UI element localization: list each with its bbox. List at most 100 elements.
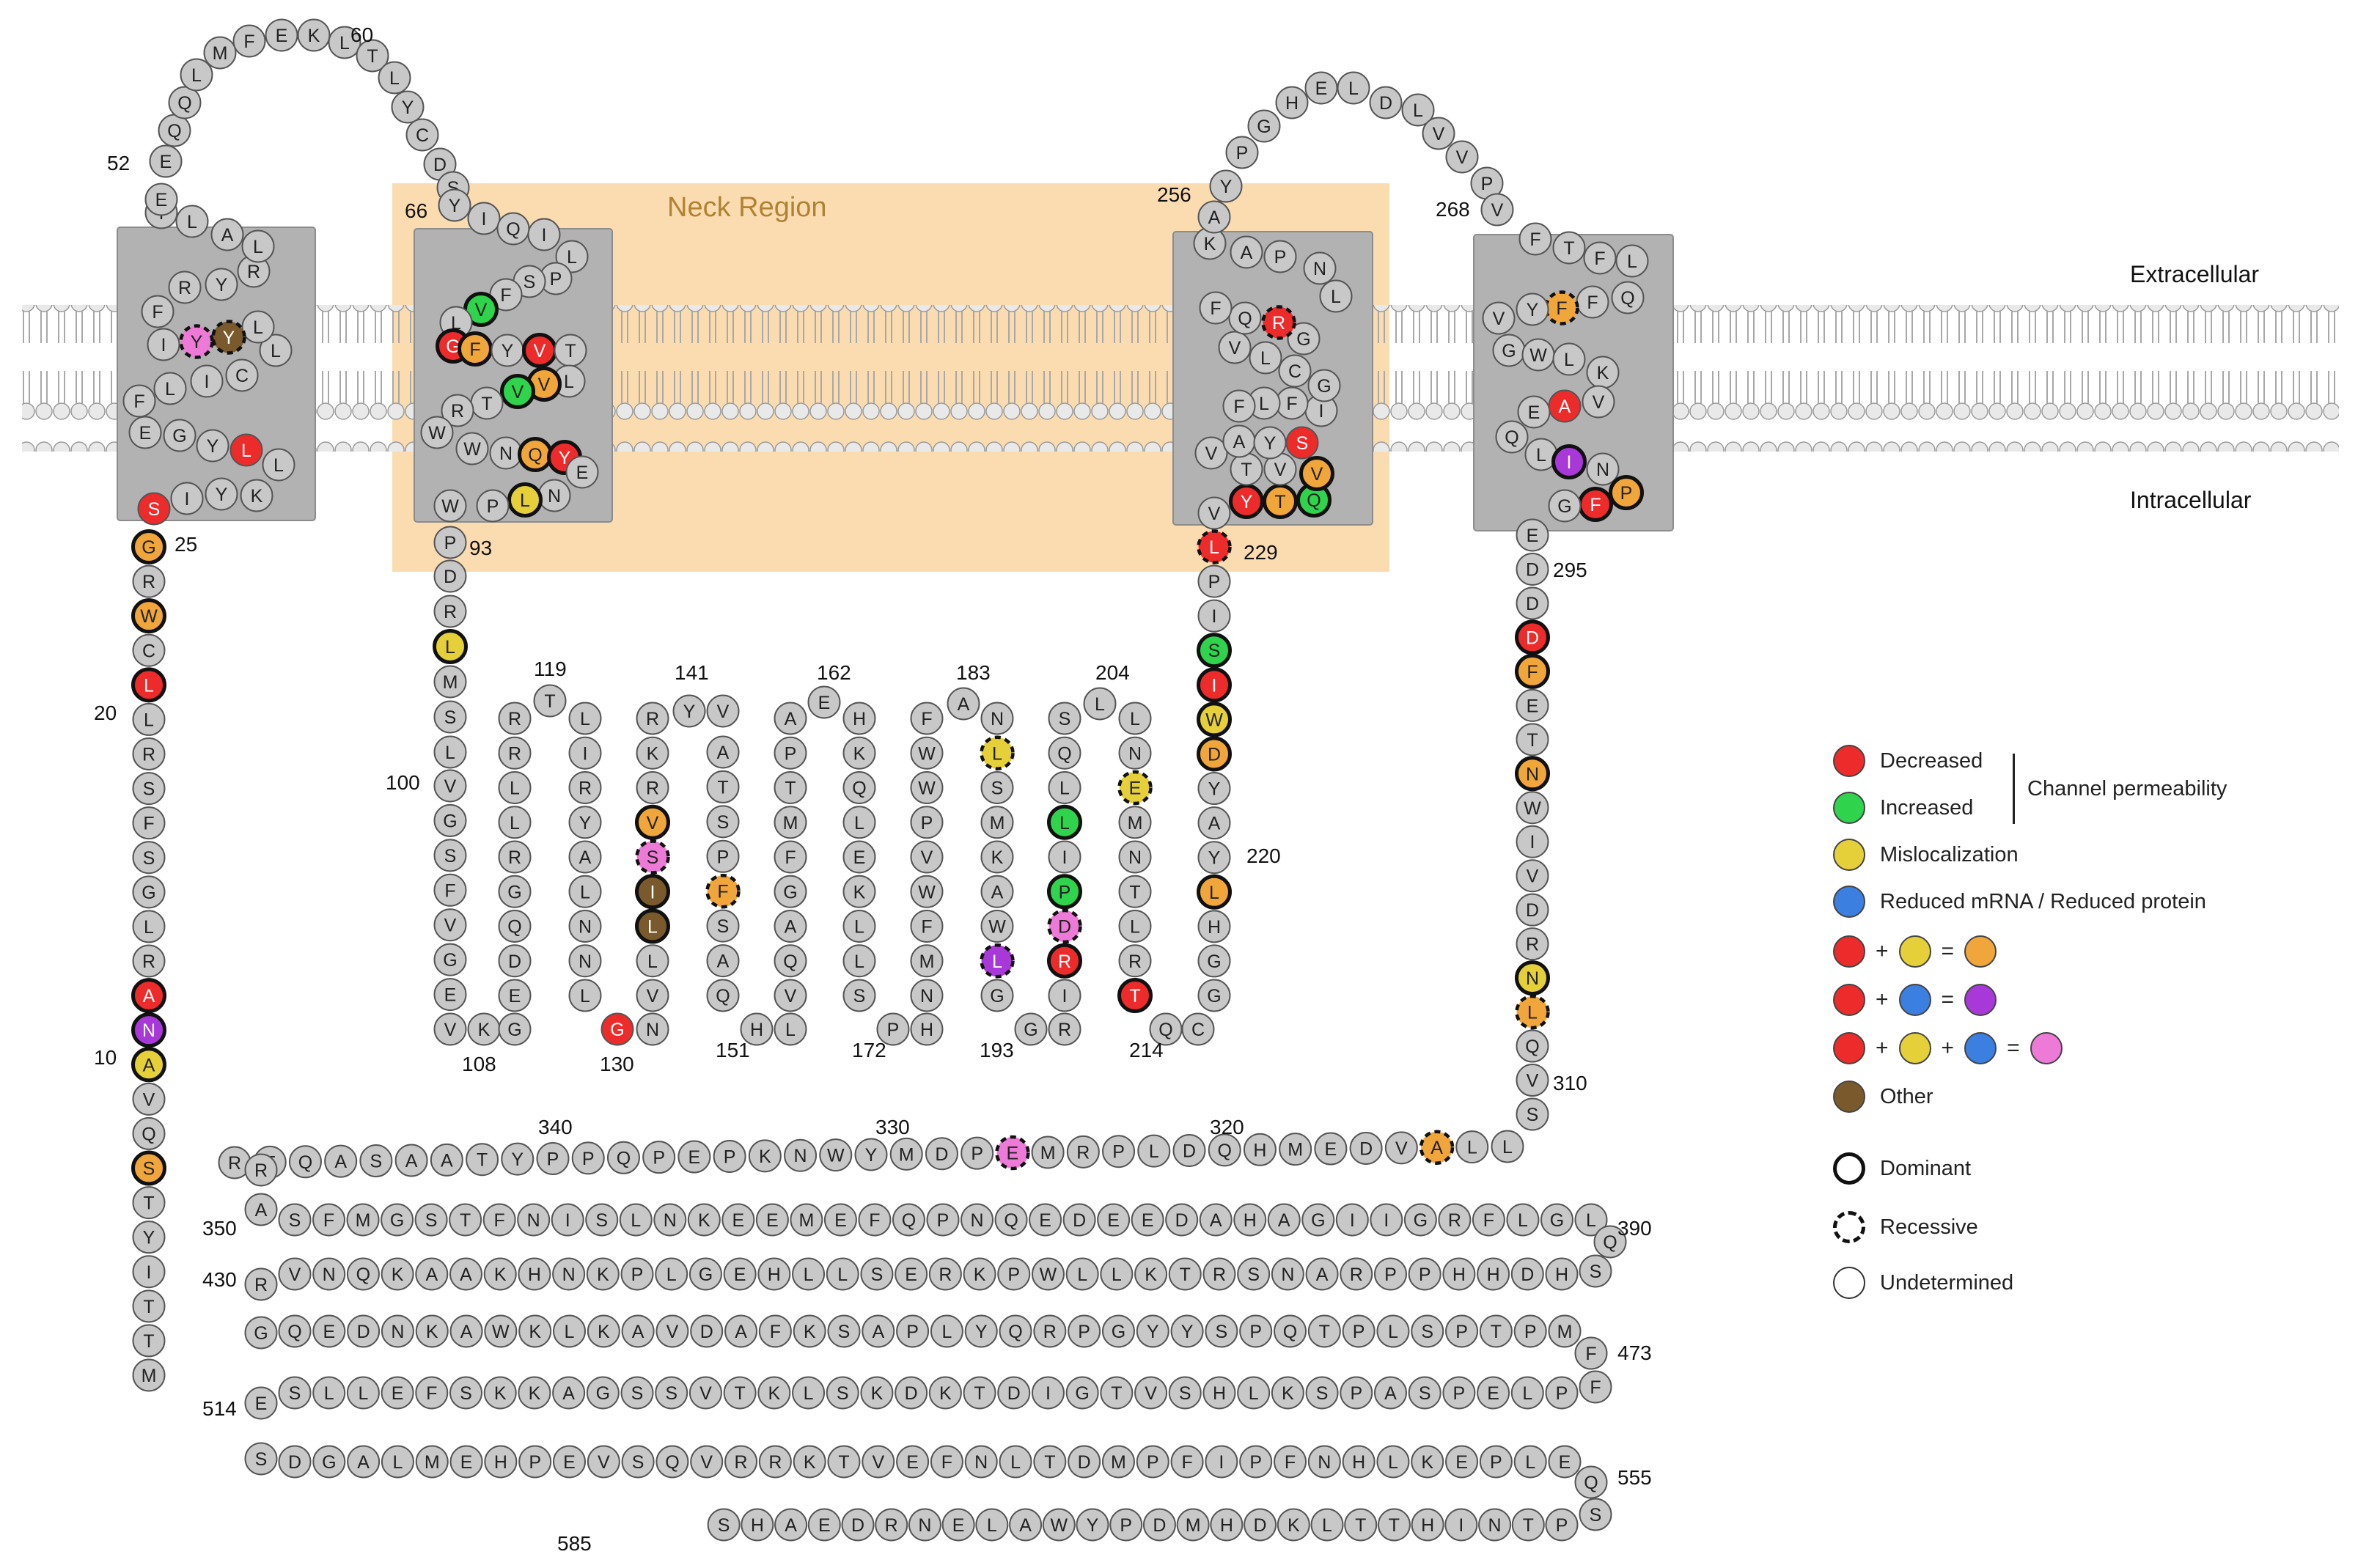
residue: A	[706, 944, 740, 978]
residue-circle	[1411, 1314, 1444, 1348]
residue-letter: Q	[142, 1124, 155, 1144]
residue: P	[1373, 1257, 1407, 1291]
residue-letter: Q	[507, 917, 521, 938]
residue-letter: V	[444, 916, 457, 936]
residue-circle	[1516, 552, 1549, 586]
residue-letter: P	[1236, 143, 1249, 163]
residue-letter: E	[688, 1147, 701, 1168]
legend-row-reduced: Reduced mRNA / Reduced protein	[1833, 881, 2206, 922]
pos-320: 320	[1210, 1116, 1244, 1138]
residue-letter: K	[1204, 234, 1216, 254]
residue-letter: G	[1317, 376, 1331, 397]
variant-residue: F	[458, 331, 493, 367]
residue-circle	[910, 910, 944, 943]
residue-letter: A	[1019, 1515, 1032, 1536]
residue: L	[1118, 702, 1152, 735]
residue-letter: G	[1075, 1383, 1089, 1404]
residue-letter: E	[1039, 1210, 1051, 1231]
residue-letter: Y	[1527, 300, 1539, 320]
residue-letter: R	[646, 779, 659, 799]
residue-letter: E	[1315, 78, 1328, 99]
residue-letter: E	[139, 423, 152, 443]
residue-letter: A	[460, 1265, 472, 1285]
residue-circle	[1118, 875, 1152, 908]
residue-circle	[346, 1203, 380, 1237]
residue-circle	[1510, 1257, 1544, 1291]
residue: F	[1275, 386, 1309, 420]
residue: I	[1205, 1445, 1238, 1479]
residue: L	[1137, 1134, 1171, 1168]
residue: S	[414, 1203, 448, 1237]
residue: E	[1516, 688, 1549, 722]
residue-circle	[312, 1376, 346, 1410]
residue-circle	[1511, 1508, 1545, 1542]
residue: M	[790, 1203, 823, 1237]
residue-letter: P	[1556, 1515, 1568, 1536]
residue-letter: M	[142, 1366, 157, 1386]
legend-dot	[1898, 1032, 1931, 1064]
residue-letter: L	[1502, 1137, 1513, 1157]
residue-circle	[1583, 241, 1617, 275]
residue-letter: F	[1587, 292, 1598, 313]
residue-letter: I	[1530, 832, 1535, 853]
residue-circle	[1237, 1376, 1271, 1410]
residue-circle	[636, 944, 669, 978]
residue-letter: H	[1487, 1265, 1500, 1285]
residue-letter: L	[324, 1383, 334, 1404]
residue-circle	[433, 769, 467, 803]
legend-row-dominant: Dominant	[1833, 1148, 1971, 1189]
residue-letter: A	[441, 1150, 453, 1171]
residue: I	[147, 328, 180, 361]
variant-residue: I	[1197, 667, 1232, 703]
residue: L	[1401, 93, 1435, 127]
residue-circle	[721, 1203, 755, 1237]
residue: N	[784, 1138, 818, 1172]
residue-letter: R	[735, 1452, 748, 1473]
residue-circle	[346, 1376, 380, 1410]
residue-letter: M	[443, 672, 458, 693]
residue-circle	[438, 188, 471, 222]
residue-letter: A	[1384, 1383, 1397, 1404]
residue-circle	[706, 944, 740, 978]
residue-circle	[240, 479, 273, 512]
residue: P	[1408, 1257, 1441, 1291]
residue-letter: S	[853, 986, 866, 1006]
residue-letter: L	[241, 441, 251, 461]
residue-circle	[144, 183, 178, 216]
residue: Y	[205, 268, 238, 301]
residue: E	[1477, 1376, 1510, 1410]
residue: G	[1287, 322, 1321, 356]
residue-letter: S	[718, 1515, 730, 1536]
residue-circle	[792, 1376, 826, 1410]
residue: P	[1102, 1135, 1136, 1168]
residue: W	[819, 1138, 853, 1172]
residue-letter: V	[1493, 309, 1505, 329]
residue-letter: T	[544, 691, 555, 712]
residue-letter: P	[1490, 1452, 1502, 1473]
residue-circle	[740, 1012, 774, 1046]
residue-circle	[941, 1508, 975, 1542]
residue-circle	[1516, 927, 1549, 961]
residue: Q	[168, 86, 202, 119]
residue-circle	[705, 873, 741, 909]
residue-letter: W	[428, 423, 446, 443]
residue-letter: R	[1128, 952, 1142, 972]
residue-letter: T	[460, 1210, 471, 1231]
residue-letter: K	[939, 1383, 952, 1404]
residue: N	[1303, 251, 1337, 285]
residue-circle	[586, 1257, 620, 1291]
residue: K	[1134, 1257, 1168, 1291]
residue-letter: V	[1527, 1071, 1539, 1092]
residue-letter: F	[921, 709, 932, 729]
residue-circle	[147, 328, 180, 361]
variant-residue: P	[1047, 874, 1082, 910]
variant-residue: V	[635, 804, 670, 840]
residue: L	[1615, 244, 1649, 278]
residue-letter: G	[1207, 952, 1221, 972]
residue-letter: E	[1559, 1452, 1571, 1473]
residue-circle	[842, 910, 876, 943]
residue: F	[1583, 241, 1617, 275]
residue: H	[910, 1012, 944, 1046]
residue: F	[910, 910, 944, 943]
residue-circle	[433, 943, 467, 976]
